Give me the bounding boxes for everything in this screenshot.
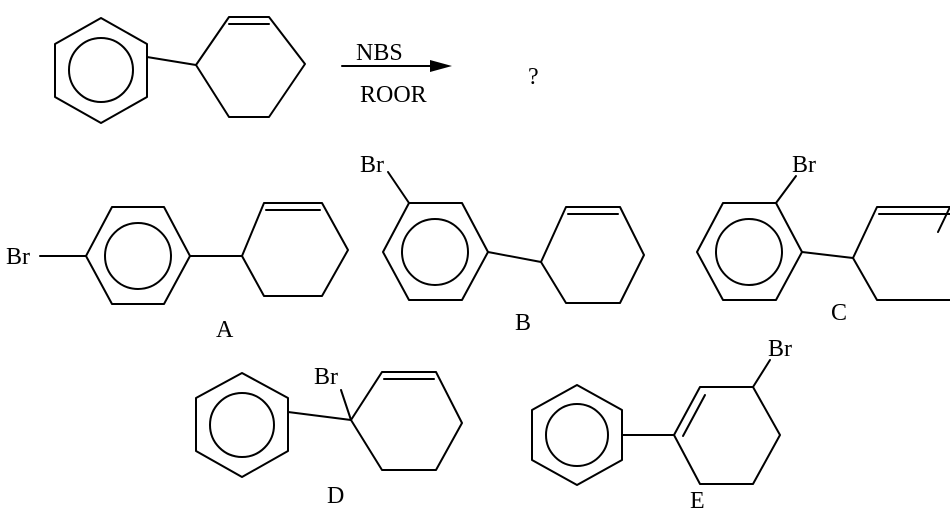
- option-e-br-bond: [752, 359, 771, 388]
- option-e-br: Br: [768, 336, 792, 362]
- option-d-molecule: Br D: [195, 364, 463, 509]
- reactant-cyclohexene-ring: [195, 16, 306, 118]
- option-b-label: B: [515, 310, 531, 336]
- product-question-mark: ?: [528, 64, 539, 90]
- option-c-cyclohexene-ring-bottom: [852, 257, 950, 301]
- option-e-molecule: Br E: [531, 336, 792, 512]
- option-d-benzene-ring: [195, 372, 289, 478]
- option-c-benzene-ring: [696, 202, 803, 301]
- reactant-aromatic-circle: [68, 37, 134, 103]
- option-a-molecule: Br A: [6, 202, 349, 343]
- option-d-br-bond: [340, 389, 352, 421]
- option-b-br-bond: [387, 171, 410, 204]
- option-c-ring-edge-partial: [937, 206, 950, 233]
- option-d-aromatic-circle: [209, 392, 275, 458]
- option-b-benzene-ring: [382, 202, 489, 301]
- arrow-head: [430, 60, 452, 72]
- option-c-br: Br: [792, 152, 816, 178]
- option-e-label: E: [690, 488, 705, 512]
- option-e-aromatic-circle: [545, 403, 609, 467]
- option-d-br: Br: [314, 364, 338, 390]
- option-d-cyclohexene-ring: [350, 371, 463, 471]
- reactant-benzene-ring: [54, 17, 148, 124]
- option-d-label: D: [327, 483, 344, 509]
- option-d-biaryl-bond: [287, 411, 352, 421]
- reagent-nbs: NBS: [356, 40, 403, 66]
- reagent-roor: ROOR: [360, 82, 427, 108]
- reaction-arrow-group: NBS ROOR ?: [341, 40, 539, 108]
- option-e-cyclohexene-ring: [673, 386, 781, 485]
- option-b-aromatic-circle: [401, 218, 469, 286]
- option-c-aromatic-circle: [715, 218, 783, 286]
- option-b-br: Br: [360, 152, 384, 178]
- option-b-cyclohexene-ring: [540, 206, 645, 304]
- option-c-label: C: [831, 300, 847, 326]
- option-e-double-bond: [682, 394, 706, 437]
- option-c-molecule: Br C: [696, 152, 950, 326]
- option-a-br: Br: [6, 244, 30, 270]
- reactant-biaryl-bond: [146, 56, 197, 66]
- option-c-br-bond: [775, 175, 797, 204]
- option-b-molecule: Br B: [360, 152, 645, 336]
- option-c-biaryl-bond: [801, 251, 854, 259]
- reactant-molecule: [54, 16, 306, 124]
- option-a-cyclohexene-ring: [241, 202, 349, 297]
- option-e-benzene-ring: [531, 384, 623, 486]
- option-b-biaryl-bond: [487, 251, 542, 263]
- option-c-cyclohexene-ring-top: [852, 206, 950, 259]
- option-a-label: A: [216, 317, 234, 343]
- option-a-aromatic-circle: [104, 222, 172, 290]
